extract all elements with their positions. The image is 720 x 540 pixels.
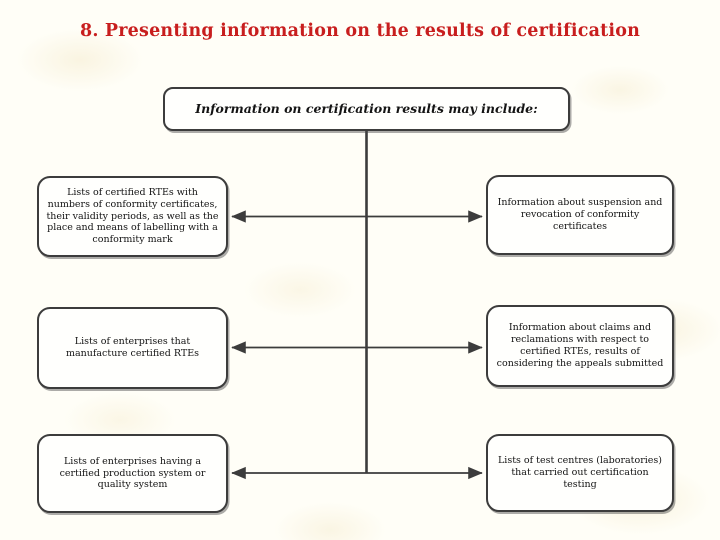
flow-node-claims-reclamations: Information about claims and reclamation…: [486, 305, 674, 387]
flow-node-test-centres: Lists of test centres (laboratories) tha…: [486, 434, 674, 512]
flow-node-manufacturing-enterprises: Lists of enterprises that manufacture ce…: [37, 307, 228, 389]
flow-node-root-label: Information on certification results may…: [195, 101, 538, 117]
flow-node-certified-production-systems: Lists of enterprises having a certified …: [37, 434, 228, 513]
flow-node-label: Information about claims and reclamation…: [496, 322, 664, 369]
flow-node-suspension-revocation: Information about suspension and revocat…: [486, 175, 674, 255]
flow-node-label: Information about suspension and revocat…: [497, 197, 663, 232]
page-title: 8. Presenting information on the results…: [79, 21, 641, 41]
flow-node-label: Lists of test centres (laboratories) tha…: [497, 455, 662, 490]
flow-node-label: Lists of certified RTEs with numbers of …: [46, 186, 219, 246]
flow-node-label: Lists of enterprises having a certified …: [59, 455, 206, 491]
flow-node-certified-rtes-lists: Lists of certified RTEs with numbers of …: [37, 176, 228, 257]
flow-node-root: Information on certification results may…: [163, 87, 570, 131]
flow-node-label: Lists of enterprises that manufacture ce…: [65, 336, 200, 359]
